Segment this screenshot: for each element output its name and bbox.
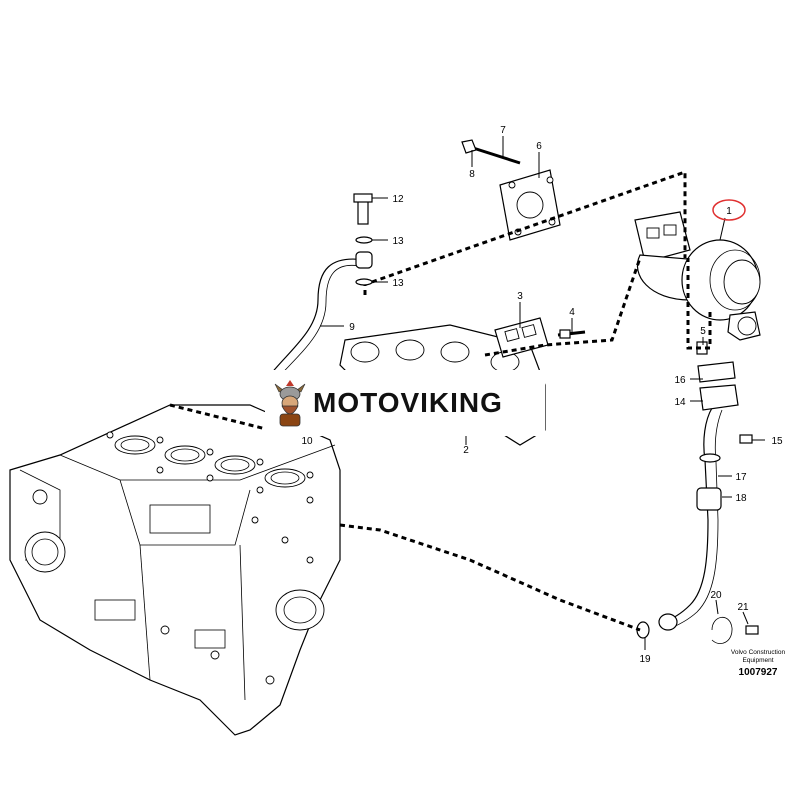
- connection-lines: [169, 169, 712, 632]
- part-label-1: 1: [726, 206, 732, 217]
- part-label-3: 3: [517, 291, 523, 302]
- part-label-21: 21: [737, 602, 749, 613]
- part-label-16: 16: [674, 375, 686, 386]
- gasket-part-3: [494, 317, 549, 358]
- oil-return-pipe: [636, 341, 759, 644]
- part-label-20: 20: [710, 590, 722, 601]
- part-label-2: 2: [463, 445, 469, 456]
- part-label-18: 18: [735, 493, 747, 504]
- part-label-6: 6: [536, 141, 542, 152]
- reference-brand: Volvo Construction Equipment: [730, 649, 786, 664]
- part-label-10: 10: [301, 436, 313, 447]
- part-label-7: 7: [500, 125, 506, 136]
- part-label-9: 9: [349, 322, 355, 333]
- part-label-15: 15: [771, 436, 783, 447]
- part-label-13b: 13: [392, 278, 404, 289]
- watermark-text: MOTOVIKING: [313, 387, 503, 418]
- engine-block: [9, 404, 341, 736]
- stud-part-4: [557, 329, 586, 339]
- highlight-circle: [712, 199, 746, 221]
- part-label-12: 12: [392, 194, 404, 205]
- part-label-5: 5: [700, 326, 706, 337]
- part-labels: 1 2 3 4 5 6 7 8 9 10 11 12 13 13 14 15 1…: [301, 125, 783, 665]
- viking-logo: [274, 380, 306, 427]
- reference-number: 1007927: [738, 667, 778, 678]
- part-label-14: 14: [674, 397, 686, 408]
- oil-feed-pipe: [269, 193, 373, 381]
- part-label-13a: 13: [392, 236, 404, 247]
- stud-part-7: [461, 139, 521, 165]
- turbocharger: [634, 211, 761, 341]
- reference-block: Volvo Construction Equipment 1007927: [722, 649, 794, 678]
- gasket-part-6: [499, 169, 561, 241]
- part-label-19: 19: [639, 654, 651, 665]
- part-label-17: 17: [735, 472, 747, 483]
- watermark: MOTOVIKING: [265, 370, 545, 436]
- part-label-4: 4: [569, 307, 575, 318]
- part-label-8: 8: [469, 169, 475, 180]
